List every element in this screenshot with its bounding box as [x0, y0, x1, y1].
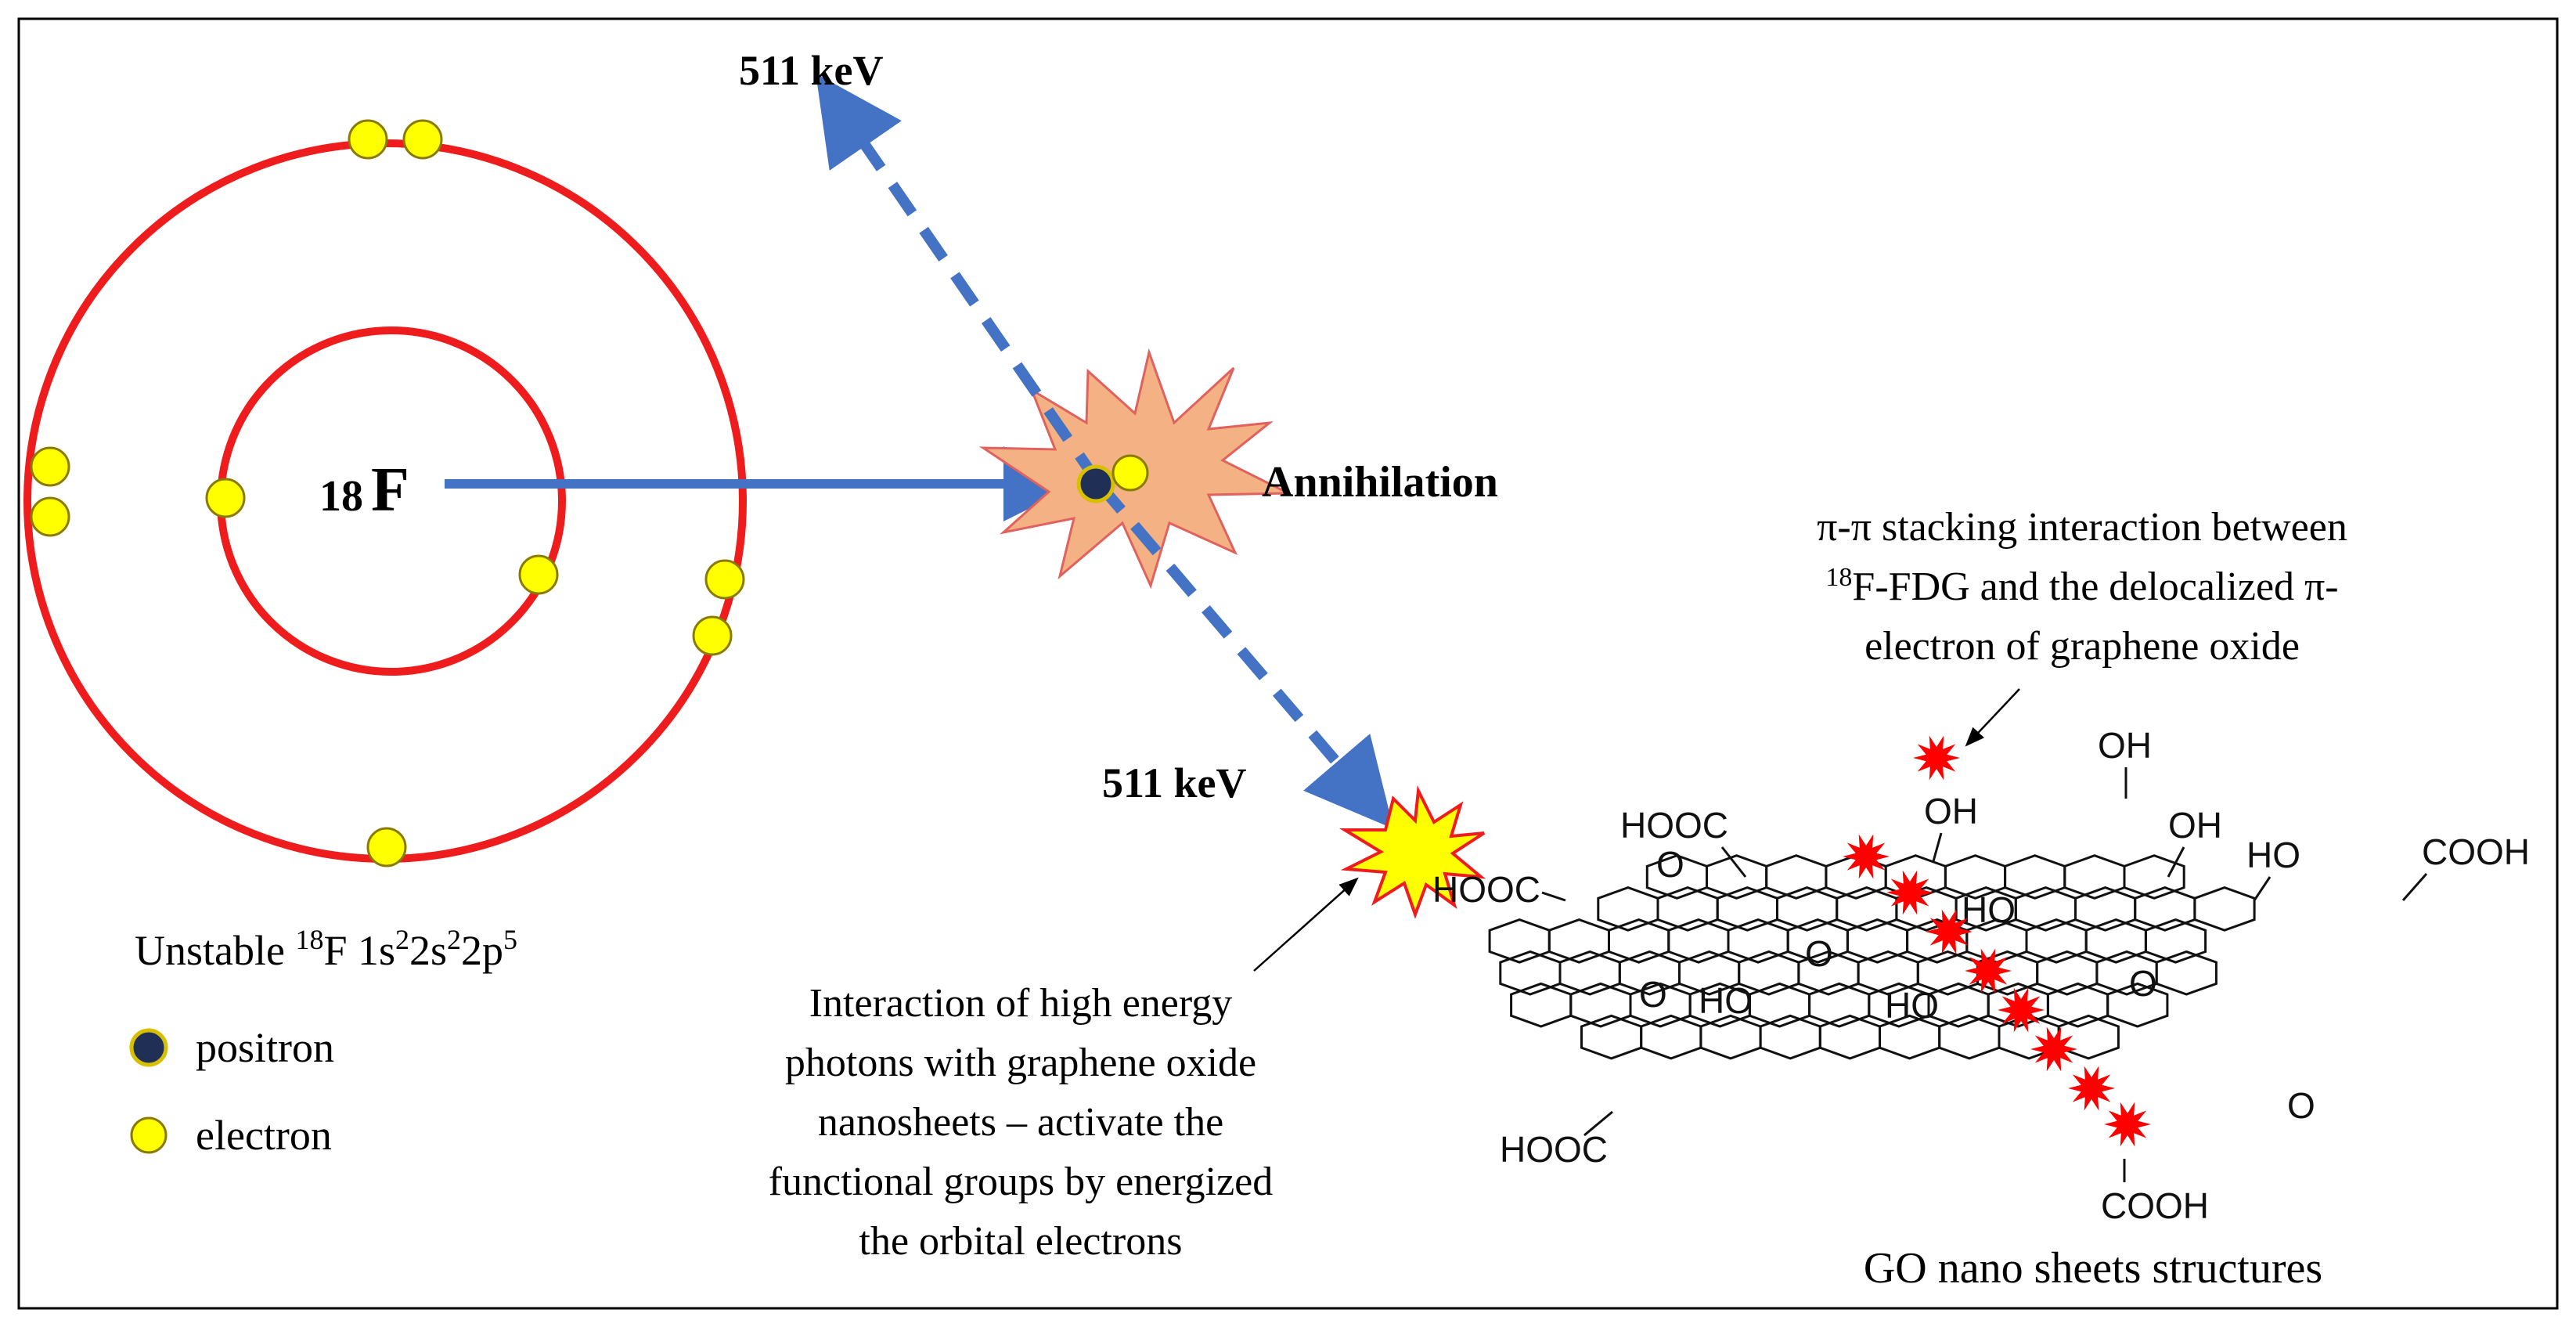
electron [518, 554, 559, 595]
go-group-oh: OH [2098, 725, 2152, 766]
stacking-star [2030, 1026, 2077, 1072]
config-exp2: 2 [447, 924, 461, 955]
stacking-description: π-π stacking interaction between 18F-FDG… [1817, 505, 2347, 669]
electron [30, 446, 70, 487]
go-bond [1932, 832, 1943, 862]
isotope-symbol: F [371, 456, 409, 525]
stacking-star [1998, 987, 2045, 1033]
go-group-o: O [1656, 844, 1684, 885]
interaction-pointer [1253, 877, 1359, 972]
go-group-ho: HO [1885, 985, 1939, 1026]
go-group-cooh: COOH [2422, 831, 2530, 872]
config-2p: 2p [461, 927, 503, 974]
stacking-mass: 18 [1825, 563, 1852, 592]
graphene-oxide-sheet [1488, 767, 2428, 1182]
stacking-rest: F-FDG and the delocalized π- [1852, 565, 2338, 609]
electron [704, 559, 745, 600]
go-group-o: O [2129, 963, 2157, 1004]
stacking-stars [1843, 735, 2151, 1147]
go-group-oh: OH [1924, 791, 1978, 831]
config-element: F 1s [323, 927, 395, 974]
go-bond [1720, 846, 1747, 878]
stacking-line: π-π stacking interaction between [1817, 505, 2347, 550]
interaction-line: Interaction of high energy [809, 981, 1233, 1026]
figure-border [17, 17, 2559, 1310]
stacking-star [1926, 909, 1973, 954]
go-group-oh: OH [2168, 805, 2222, 846]
electron-configuration: Unstable 18F 1s22s22p5 [135, 924, 517, 974]
go-bond [2167, 846, 2185, 878]
electron [348, 119, 388, 160]
go-group-o: O [2287, 1085, 2315, 1126]
go-hexagon [2193, 886, 2256, 932]
positron [1076, 464, 1115, 503]
stacking-star [1913, 735, 1960, 781]
photon-burst [1338, 785, 1486, 919]
go-group-cooh: COOH [2101, 1185, 2209, 1226]
stacking-pointer [1965, 688, 2020, 747]
go-hexagon [2057, 1014, 2120, 1060]
photon-arrow-down [1094, 480, 1394, 829]
go-group-o: O [1805, 933, 1833, 974]
config-2s: 2s [409, 927, 447, 974]
go-group-hooc: HOOC [1432, 869, 1540, 910]
interaction-line: photons with graphene oxide [785, 1041, 1256, 1085]
electrons [30, 119, 745, 867]
go-bond [1541, 891, 1566, 902]
interaction-line: functional groups by energized [769, 1160, 1274, 1204]
go-bond [1583, 1110, 1613, 1137]
go-hexagon [2106, 982, 2169, 1028]
legend-positron-label: positron [196, 1024, 334, 1071]
legend-electron-label: electron [196, 1112, 332, 1159]
legend-positron-icon [129, 1028, 168, 1067]
stacking-star [2068, 1066, 2115, 1111]
config-exp3: 5 [503, 924, 517, 955]
go-group-hooc: HOOC [1620, 805, 1728, 846]
go-hexagon [2144, 918, 2207, 964]
config-exp1: 2 [395, 924, 409, 955]
go-group-o: O [1639, 974, 1667, 1015]
stacking-line: 18F-FDG and the delocalized π- [1825, 563, 2338, 610]
interaction-description: Interaction of high energy photons with … [769, 981, 1274, 1264]
interaction-line: the orbital electrons [859, 1219, 1183, 1264]
electron [1111, 454, 1149, 492]
stacking-star [1843, 834, 1890, 879]
go-group-ho: HO [2246, 835, 2300, 875]
stacking-line: electron of graphene oxide [1864, 624, 2300, 669]
photon-arrow-up [816, 73, 1104, 487]
config-mass: 18 [295, 924, 323, 955]
electron [692, 615, 733, 656]
go-group-hooc: HOOC [1500, 1129, 1608, 1170]
go-bond [2401, 873, 2428, 901]
electron [402, 119, 443, 160]
go-group-ho: HO [1962, 889, 2016, 930]
go-hexagon [2155, 950, 2218, 996]
config-prefix: Unstable [135, 927, 295, 974]
stacking-star [1886, 870, 1933, 915]
electron [205, 478, 246, 518]
electron [30, 496, 70, 537]
isotope-mass-number: 18 [319, 472, 363, 521]
electron [366, 827, 407, 867]
stacking-star [2104, 1102, 2151, 1147]
energy-label-bottom: 511 keV [1102, 759, 1247, 806]
interaction-line: nanosheets – activate the [818, 1100, 1223, 1145]
stacking-star [1965, 948, 2012, 994]
annihilation-label: Annihilation [1262, 458, 1498, 507]
go-bond [2253, 876, 2272, 901]
go-group-ho: HO [1699, 980, 1753, 1021]
energy-label-top: 511 keV [739, 47, 884, 94]
go-functional-groups: OH OH OH HOOC HOOC HO COOH HO HO HO O O … [1432, 725, 2530, 1226]
legend-electron-icon [130, 1116, 168, 1154]
go-hexagon [2123, 854, 2185, 900]
go-caption: GO nano sheets structures [1864, 1244, 2322, 1293]
